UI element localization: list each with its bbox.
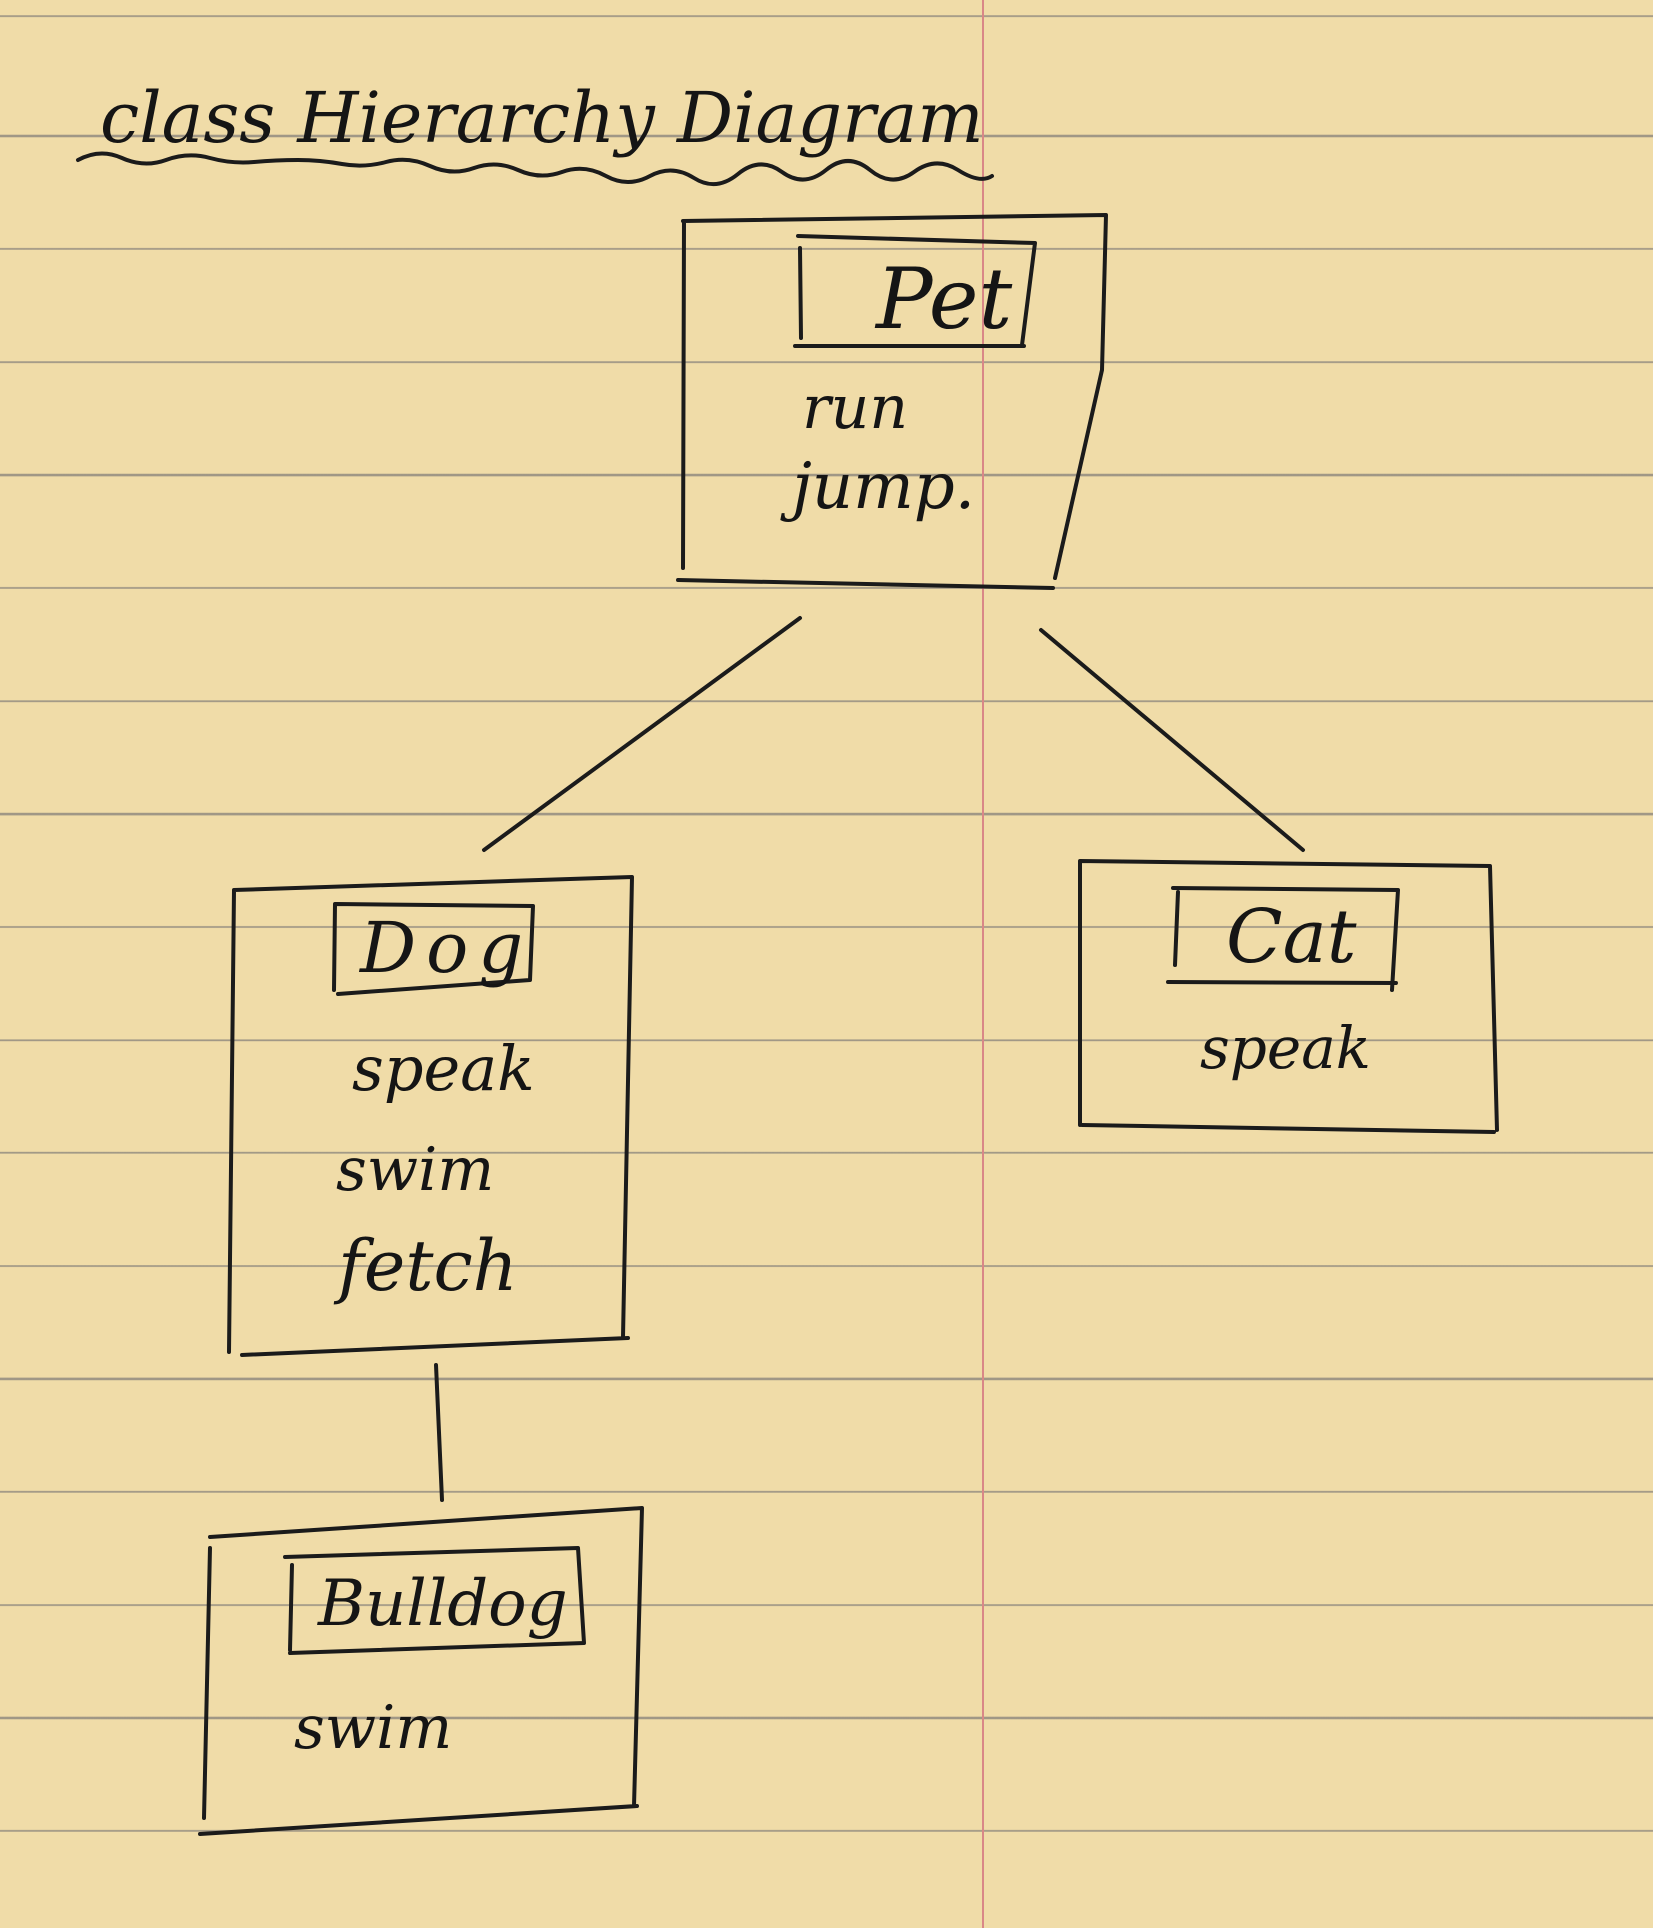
method-dog-fetch: fetch	[333, 1225, 518, 1307]
method-pet-jump: jump.	[780, 450, 975, 524]
class-name-pet: Pet	[874, 250, 1012, 348]
class-box-pet-title-box	[793, 234, 1037, 348]
red-margin-line	[982, 0, 984, 1928]
class-name-dog: Dog	[358, 907, 533, 989]
class-name-bulldog: Bulldog	[317, 1567, 568, 1641]
class-box-bulldog: Bulldog swim	[198, 1506, 644, 1836]
class-box-dog-outline	[227, 875, 634, 1357]
method-bulldog-swim: swim	[294, 1693, 452, 1763]
class-box-dog: Dog speak swim fetch	[227, 875, 634, 1357]
method-pet-run: run	[802, 373, 908, 443]
class-box-cat: Cat speak	[1078, 859, 1499, 1134]
method-cat-speak: speak	[1200, 1014, 1371, 1082]
connector-pet-dog	[482, 616, 802, 852]
title-wavy-underline	[76, 151, 994, 186]
connector-dog-bulldog	[434, 1363, 444, 1502]
class-box-bulldog-title-box	[283, 1546, 586, 1655]
class-box-cat-title-box	[1166, 886, 1400, 992]
class-box-pet-outline	[676, 213, 1108, 590]
method-dog-swim: swim	[336, 1135, 494, 1205]
class-box-pet: Pet run jump.	[676, 213, 1108, 590]
class-box-cat-outline	[1078, 859, 1499, 1134]
connector-pet-cat	[1039, 628, 1305, 852]
class-name-cat: Cat	[1226, 894, 1357, 980]
diagram-title: class Hierarchy Diagram	[100, 77, 984, 159]
class-box-bulldog-outline	[198, 1506, 644, 1836]
method-dog-speak: speak	[352, 1032, 535, 1105]
class-box-dog-title-box	[332, 902, 535, 996]
